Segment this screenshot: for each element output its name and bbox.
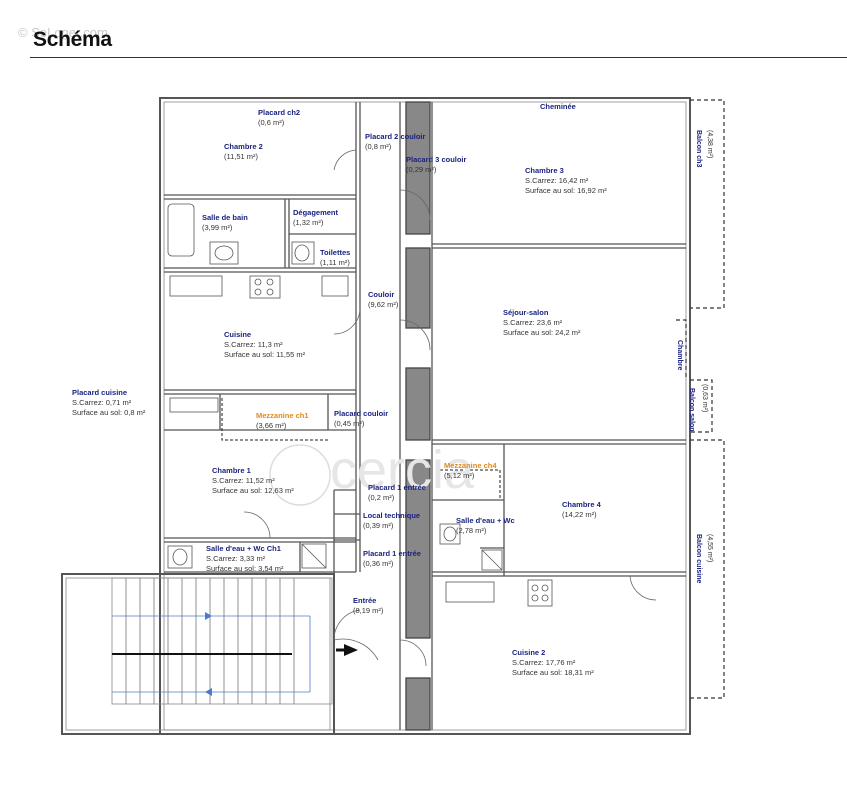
page-title: Schéma [33, 28, 112, 51]
label-balcon-salon: Balcon salon [688, 388, 695, 432]
label-cuisine-2: Cuisine 2 S.Carrez: 17,76 m² Surface au … [512, 648, 594, 677]
label-balcon-cuisine-area: (4,55 m²) [706, 534, 713, 563]
label-placard-cuisine: Placard cuisine S.Carrez: 0,71 m² Surfac… [72, 388, 146, 417]
label-degagement: Dégagement(1,32 m²) [293, 208, 339, 227]
watermark-logo-icon [269, 444, 331, 506]
label-salle-de-bain: Salle de bain(3,99 m²) [202, 213, 248, 232]
entrance-arrow-icon [344, 644, 358, 656]
label-chambre-1: Chambre 1 S.Carrez: 11,52 m² Surface au … [212, 466, 294, 495]
label-balcon-ch3: Balcon ch3 [695, 130, 702, 168]
label-balcon-salon-area: (0,63 m²) [701, 384, 708, 413]
label-couloir: Couloir(9,62 m²) [368, 290, 399, 309]
label-mezzanine-ch4: Mezzanine ch4(5,12 m²) [444, 461, 497, 480]
label-sejour-salon: Séjour-salon S.Carrez: 23,6 m² Surface a… [503, 308, 581, 337]
label-cheminee: Cheminée [540, 102, 576, 111]
title-divider [30, 57, 847, 58]
label-placard-couloir: Placard couloir(0,45 m²) [334, 409, 389, 428]
label-placard-1-entree-small: Placard 1 entrée(0,2 m²) [368, 483, 426, 502]
label-salle-eau-wc-ch1: Salle d'eau + Wc Ch1 S.Carrez: 3,33 m² S… [206, 544, 284, 573]
label-salle-eau-wc: Salle d'eau + Wc(2,78 m²) [456, 516, 515, 535]
label-placard-2-couloir: Placard 2 couloir(0,8 m²) [365, 132, 426, 151]
label-balcon-cuisine: Balcon cuisine [695, 534, 702, 584]
label-placard-3-couloir: Placard 3 couloir(0,29 m²) [406, 155, 467, 174]
watermark: © SeLoger.com [18, 25, 108, 40]
mezzanines [221, 398, 501, 500]
label-chambre-vertical: Chambre [676, 340, 683, 371]
balconies [676, 99, 725, 699]
label-balcon-ch3-area: (4,38 m²) [706, 130, 713, 159]
fixtures [167, 203, 553, 607]
label-placard-entree: Placard 1 entrée(0,36 m²) [363, 549, 421, 568]
stair-treads [112, 578, 311, 704]
label-toilettes: Toilettes(1,11 m²) [320, 248, 351, 267]
label-chambre-4: Chambre 4(14,22 m²) [562, 500, 601, 519]
label-chambre-2: Chambre 2(11,51 m²) [224, 142, 263, 161]
door-swings [243, 149, 657, 667]
stair-arrow-icon [205, 688, 212, 696]
stair-arrow-icon [205, 612, 212, 620]
label-local-technique: Local technique(0,39 m²) [363, 511, 421, 530]
label-placard-ch2: Placard ch2(0,6 m²) [258, 108, 301, 127]
label-mezzanine-ch1: Mezzanine ch1(3,66 m²) [256, 411, 309, 430]
label-entree: Entrée(8,19 m²) [353, 596, 384, 615]
label-chambre-3: Chambre 3 S.Carrez: 16,42 m² Surface au … [525, 166, 607, 195]
label-cuisine: Cuisine S.Carrez: 11,3 m² Surface au sol… [224, 330, 306, 359]
watermark-logo-text: cercia [330, 440, 475, 500]
walls [61, 97, 691, 735]
